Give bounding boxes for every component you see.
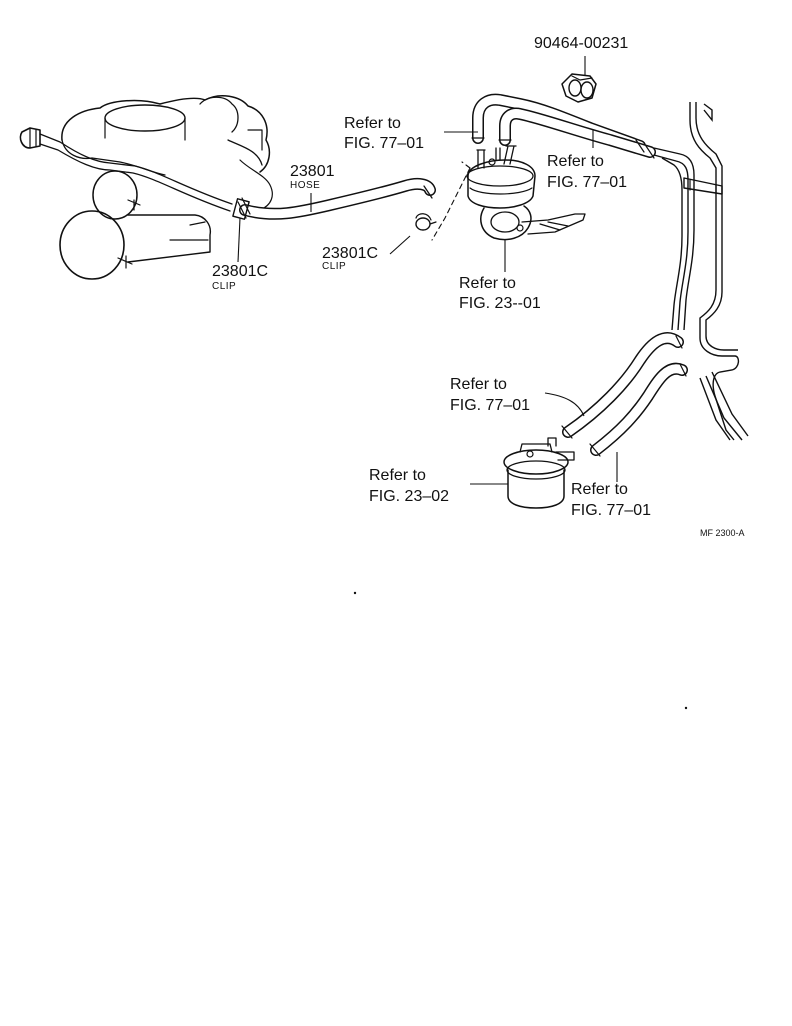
leader-lines: [237, 56, 618, 485]
label-clip-right: CLIP: [322, 261, 346, 272]
label-refer-pump: Refer to: [459, 275, 516, 292]
engine-block: [19, 94, 273, 280]
label-refer-mid: Refer to: [450, 376, 507, 393]
label-part-23801: 23801: [290, 163, 335, 180]
label-fig-77-01-top-right: FIG. 77–01: [547, 174, 627, 191]
label-refer-filter: Refer to: [369, 467, 426, 484]
clip-23801c-right: [415, 213, 437, 231]
label-refer-bottom-right: Refer to: [571, 481, 628, 498]
clamp-90464-00231: [561, 73, 597, 103]
label-fig-77-01-bottom-right: FIG. 77–01: [571, 502, 651, 519]
return-hoses-lower: [561, 332, 688, 457]
label-fig-77-01-top-left: FIG. 77–01: [344, 135, 424, 152]
label-part-23801c-right: 23801C: [322, 245, 378, 262]
label-refer-top-left: Refer to: [344, 115, 401, 132]
label-fig-77-01-mid: FIG. 77–01: [450, 397, 530, 414]
label-part-90464: 90464-00231: [534, 35, 628, 52]
label-fig-23-01: FIG. 23--01: [459, 295, 541, 312]
return-hoses-upper: [471, 93, 656, 159]
label-hose: HOSE: [290, 180, 320, 191]
scan-speck: [684, 706, 688, 710]
fuel-filter: [503, 437, 575, 509]
label-fig-23-02: FIG. 23–02: [369, 488, 449, 505]
scan-speck: [353, 591, 357, 595]
clip-23801c-left: [232, 197, 251, 220]
fuel-pump: [466, 145, 586, 241]
label-refer-top-right: Refer to: [547, 153, 604, 170]
label-ref-code: MF 2300-A: [700, 528, 745, 538]
steel-pipes: [653, 102, 749, 441]
hose-23801: [239, 177, 436, 220]
label-part-23801c-left: 23801C: [212, 263, 268, 280]
label-clip-left: CLIP: [212, 281, 236, 292]
